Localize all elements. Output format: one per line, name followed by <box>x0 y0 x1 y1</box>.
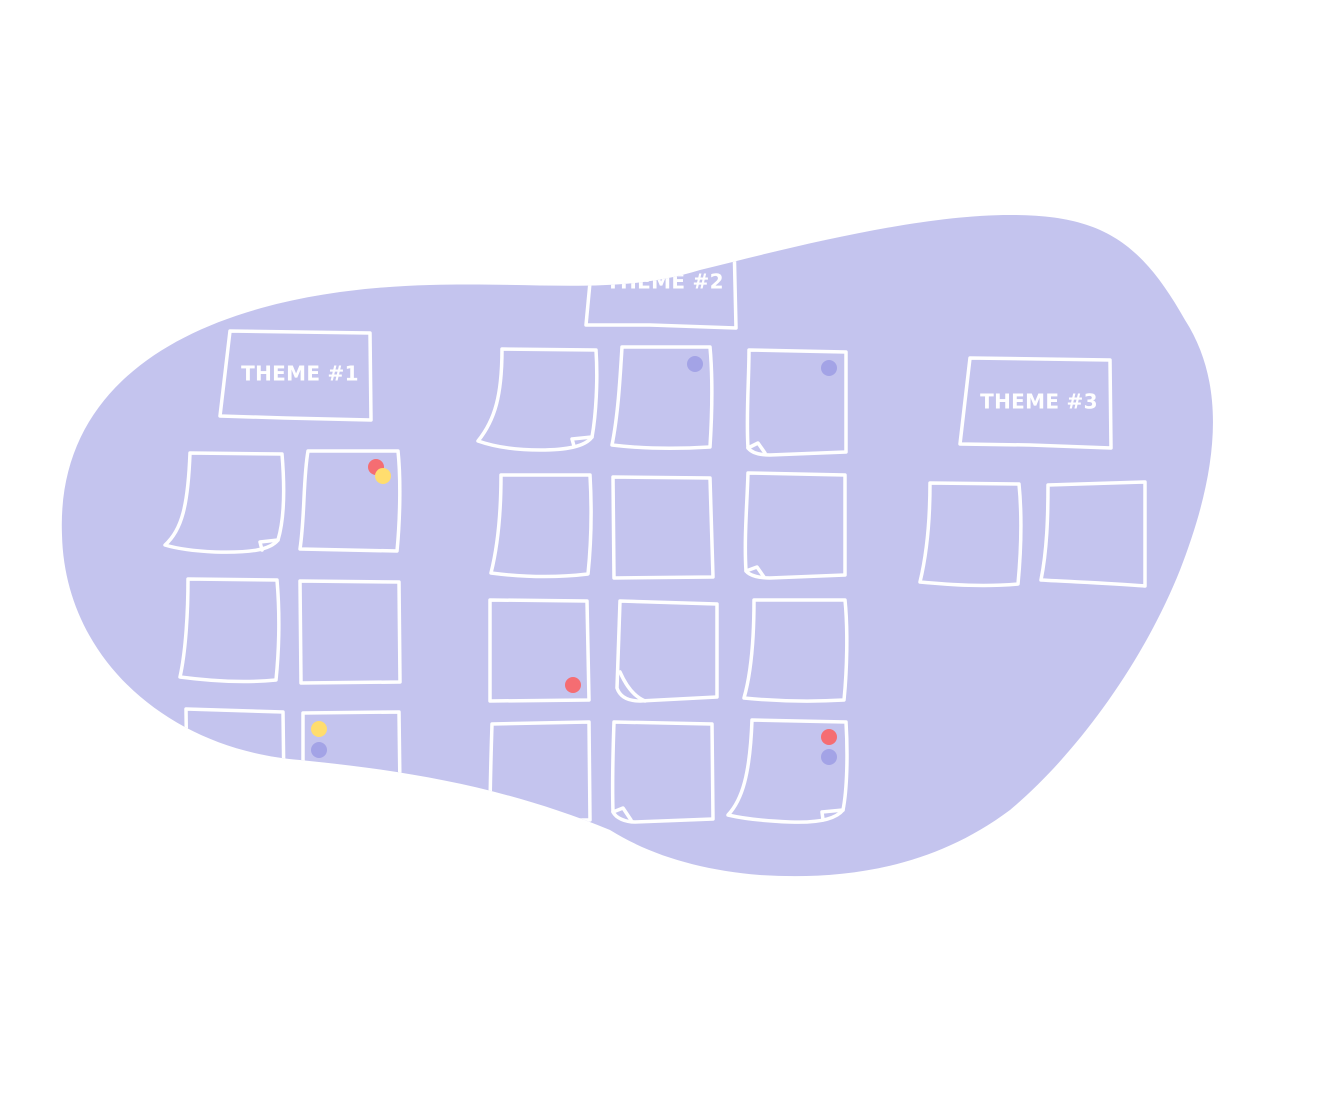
background-blob <box>61 215 1213 877</box>
sticky-note[interactable] <box>489 473 593 579</box>
sticky-note[interactable] <box>745 348 848 457</box>
sticky-note[interactable] <box>742 598 849 703</box>
yellow-dot <box>375 468 391 484</box>
theme-group-3: THEME #3 <box>918 356 1147 588</box>
sticky-note[interactable] <box>610 345 714 451</box>
red-dot <box>821 729 837 745</box>
sticky-note[interactable] <box>610 720 715 824</box>
theme-label: THEME #2 <box>606 270 724 294</box>
sticky-note[interactable] <box>611 475 715 580</box>
yellow-dot <box>311 721 327 737</box>
theme-label: THEME #1 <box>241 362 359 386</box>
purple-dot <box>311 742 327 758</box>
sticky-note[interactable] <box>298 449 402 553</box>
sticky-note[interactable] <box>163 451 286 554</box>
theme-label: THEME #3 <box>980 390 1098 414</box>
sticky-note[interactable] <box>488 598 591 703</box>
sticky-note[interactable] <box>178 577 281 684</box>
purple-dot <box>821 360 837 376</box>
sticky-note[interactable] <box>615 599 719 703</box>
red-dot <box>565 677 581 693</box>
purple-dot <box>821 749 837 765</box>
sticky-note[interactable] <box>1039 480 1147 588</box>
sticky-note[interactable] <box>726 718 849 824</box>
purple-dot <box>687 356 703 372</box>
theme-header-note[interactable]: THEME #1 <box>218 329 373 422</box>
theme-header-note[interactable]: THEME #3 <box>958 356 1113 450</box>
sticky-note[interactable] <box>298 579 402 685</box>
theme-group-2: THEME #2 <box>476 238 849 824</box>
sticky-note[interactable] <box>743 471 847 580</box>
sticky-note[interactable] <box>476 347 599 452</box>
sticky-note[interactable] <box>918 481 1023 588</box>
